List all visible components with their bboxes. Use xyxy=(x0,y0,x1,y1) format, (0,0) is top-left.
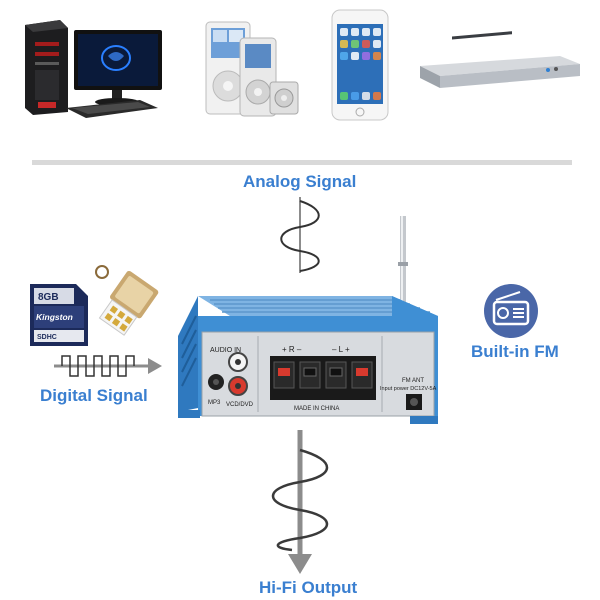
input-power-label: Input power DC12V-5A xyxy=(380,386,437,392)
audio-in-label: AUDIO IN xyxy=(210,347,241,354)
mp3-label: MP3 xyxy=(208,400,221,406)
hifi-output-label: Hi-Fi Output xyxy=(259,578,358,597)
analog-signal-label: Analog Signal xyxy=(243,172,357,191)
divider-line xyxy=(32,160,572,165)
right-channel-label: + R – xyxy=(282,345,302,354)
source-devices xyxy=(25,9,580,121)
smartphone-icon xyxy=(331,9,389,121)
usb-drive-icon xyxy=(95,265,159,336)
built-in-fm-label: Built-in FM xyxy=(471,342,559,361)
digital-signal-label: Digital Signal xyxy=(40,386,148,405)
amplifier-device: AUDIO IN MP3 VCD/DVD + R – – L + MADE IN… xyxy=(178,216,438,424)
vcd-dvd-label: VCD/DVD xyxy=(226,402,254,408)
digital-signal-arrow-icon xyxy=(54,355,162,377)
radio-icon xyxy=(484,284,538,338)
made-in-label: MADE IN CHINA xyxy=(294,406,339,412)
ipod-icon xyxy=(205,21,299,117)
computer-icon xyxy=(25,20,162,118)
sd-card-type: SDHC xyxy=(37,334,57,341)
sd-card-capacity: 8GB xyxy=(38,292,59,303)
left-channel-label: – L + xyxy=(332,345,350,354)
dvd-player-icon xyxy=(420,31,580,88)
fm-ant-label: FM ANT xyxy=(402,378,424,384)
sd-card-icon: 8GB Kingston SDHC xyxy=(30,284,88,346)
sd-card-brand: Kingston xyxy=(36,312,73,322)
hifi-output-arrow-icon xyxy=(271,430,329,574)
analog-wave-icon xyxy=(280,197,320,273)
